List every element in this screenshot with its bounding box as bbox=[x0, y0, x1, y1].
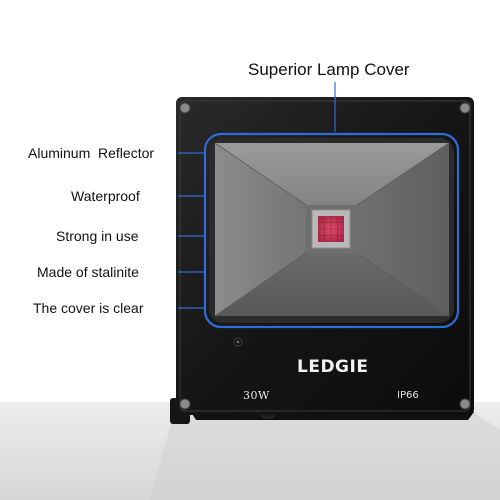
callout-aluminum-reflector: Aluminum Reflector bbox=[28, 145, 155, 161]
screw-bottom-left bbox=[179, 398, 191, 410]
callout-waterproof: Waterproof bbox=[71, 188, 140, 204]
screw-bottom-right bbox=[459, 398, 471, 410]
wattage-label: 30W bbox=[243, 389, 270, 402]
reflector-edges bbox=[214, 142, 450, 317]
sensor-dot-center bbox=[236, 340, 240, 344]
brand-logo: LEDGIE bbox=[297, 357, 369, 377]
reflector-top-facet bbox=[215, 143, 449, 205]
led-chip-grid bbox=[318, 216, 344, 242]
callout-cover-clear: The cover is clear bbox=[33, 300, 144, 316]
housing-bevel bbox=[179, 100, 471, 412]
callout-lamp-cover: Superior Lamp Cover bbox=[248, 60, 410, 79]
callout-made-of-stalinite: Made of stalinite bbox=[37, 264, 139, 280]
floor-shadow bbox=[150, 410, 500, 500]
reflector-bottom-facet bbox=[215, 253, 449, 316]
reflector-right-facet bbox=[357, 143, 449, 316]
ip-rating-label: IP66 bbox=[397, 390, 419, 401]
reflector-left-facet bbox=[215, 143, 306, 316]
callout-strong-in-use: Strong in use bbox=[56, 228, 139, 244]
lamp-cover-highlight bbox=[203, 132, 460, 329]
callout-leaders bbox=[178, 82, 336, 309]
screw-top-right bbox=[459, 102, 471, 114]
screw-top-left bbox=[179, 102, 191, 114]
